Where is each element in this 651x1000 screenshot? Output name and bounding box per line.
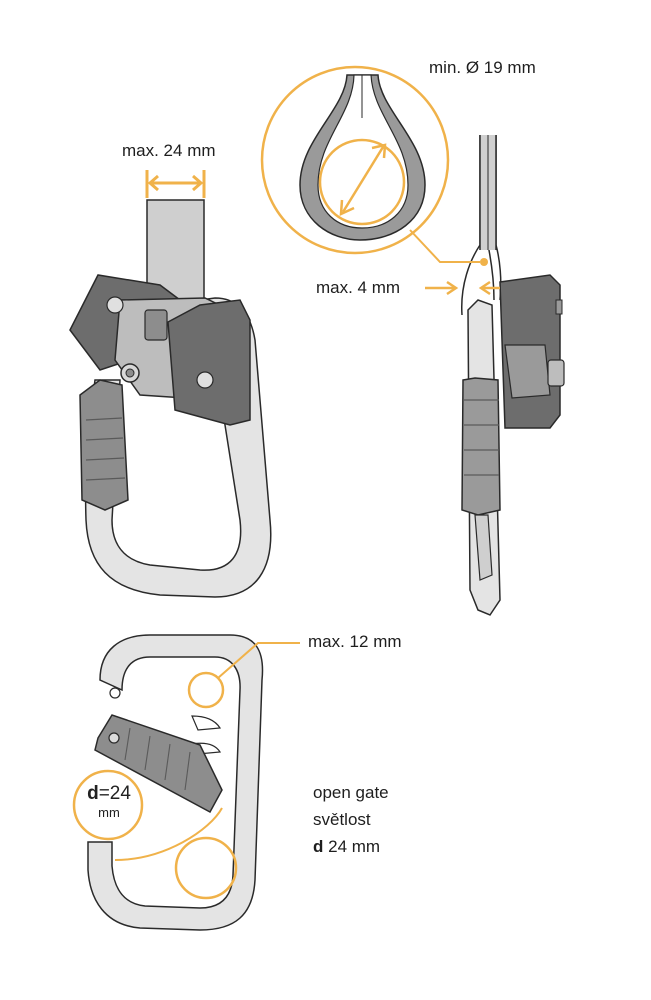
- label-open-gate: open gate: [313, 783, 389, 802]
- label-max-4: max. 4 mm: [316, 278, 401, 297]
- carabiner-gate: [94, 714, 223, 814]
- carabiner-frame: [87, 634, 264, 931]
- label-d-letter: d: [313, 837, 324, 856]
- device-front-plate: [167, 299, 251, 426]
- callout-d-24: d=24 mm: [78, 784, 140, 819]
- label-max-12: max. 12 mm: [308, 632, 402, 651]
- carabiner-open-gate-illustration: [72, 634, 300, 931]
- label-d-value: 24 mm: [323, 837, 381, 856]
- max-12-circle: [187, 671, 225, 709]
- rivet-front: [196, 371, 214, 389]
- open-gate-leader: [114, 807, 223, 861]
- label-svetlost: světlost: [313, 810, 371, 829]
- width-dimension-24: [145, 170, 206, 198]
- label-d-24mm: d 24 mm: [313, 837, 380, 857]
- open-gate-callout-circle: [72, 769, 144, 841]
- label-max-24: max. 24 mm: [122, 141, 216, 160]
- max-12-leader: [217, 642, 300, 679]
- min-diameter-circle: [318, 138, 406, 226]
- rope-side-illustration: [260, 65, 565, 616]
- magnifier-leader: [409, 229, 480, 263]
- rivet-back: [106, 296, 124, 314]
- thickness-dimension-4: [425, 280, 500, 296]
- open-gate-width-circle: [174, 836, 238, 900]
- rope-strand-left: [461, 135, 481, 316]
- callout-d-value: =24: [98, 783, 131, 804]
- callout-d-unit: mm: [98, 805, 120, 820]
- label-min-diameter-19: min. Ø 19 mm: [429, 58, 536, 77]
- diameter-arrow: [339, 143, 387, 217]
- webbing-device-illustration: [69, 170, 272, 598]
- carabiner-gate-sleeve: [79, 379, 129, 511]
- callout-d-letter: d: [87, 783, 99, 804]
